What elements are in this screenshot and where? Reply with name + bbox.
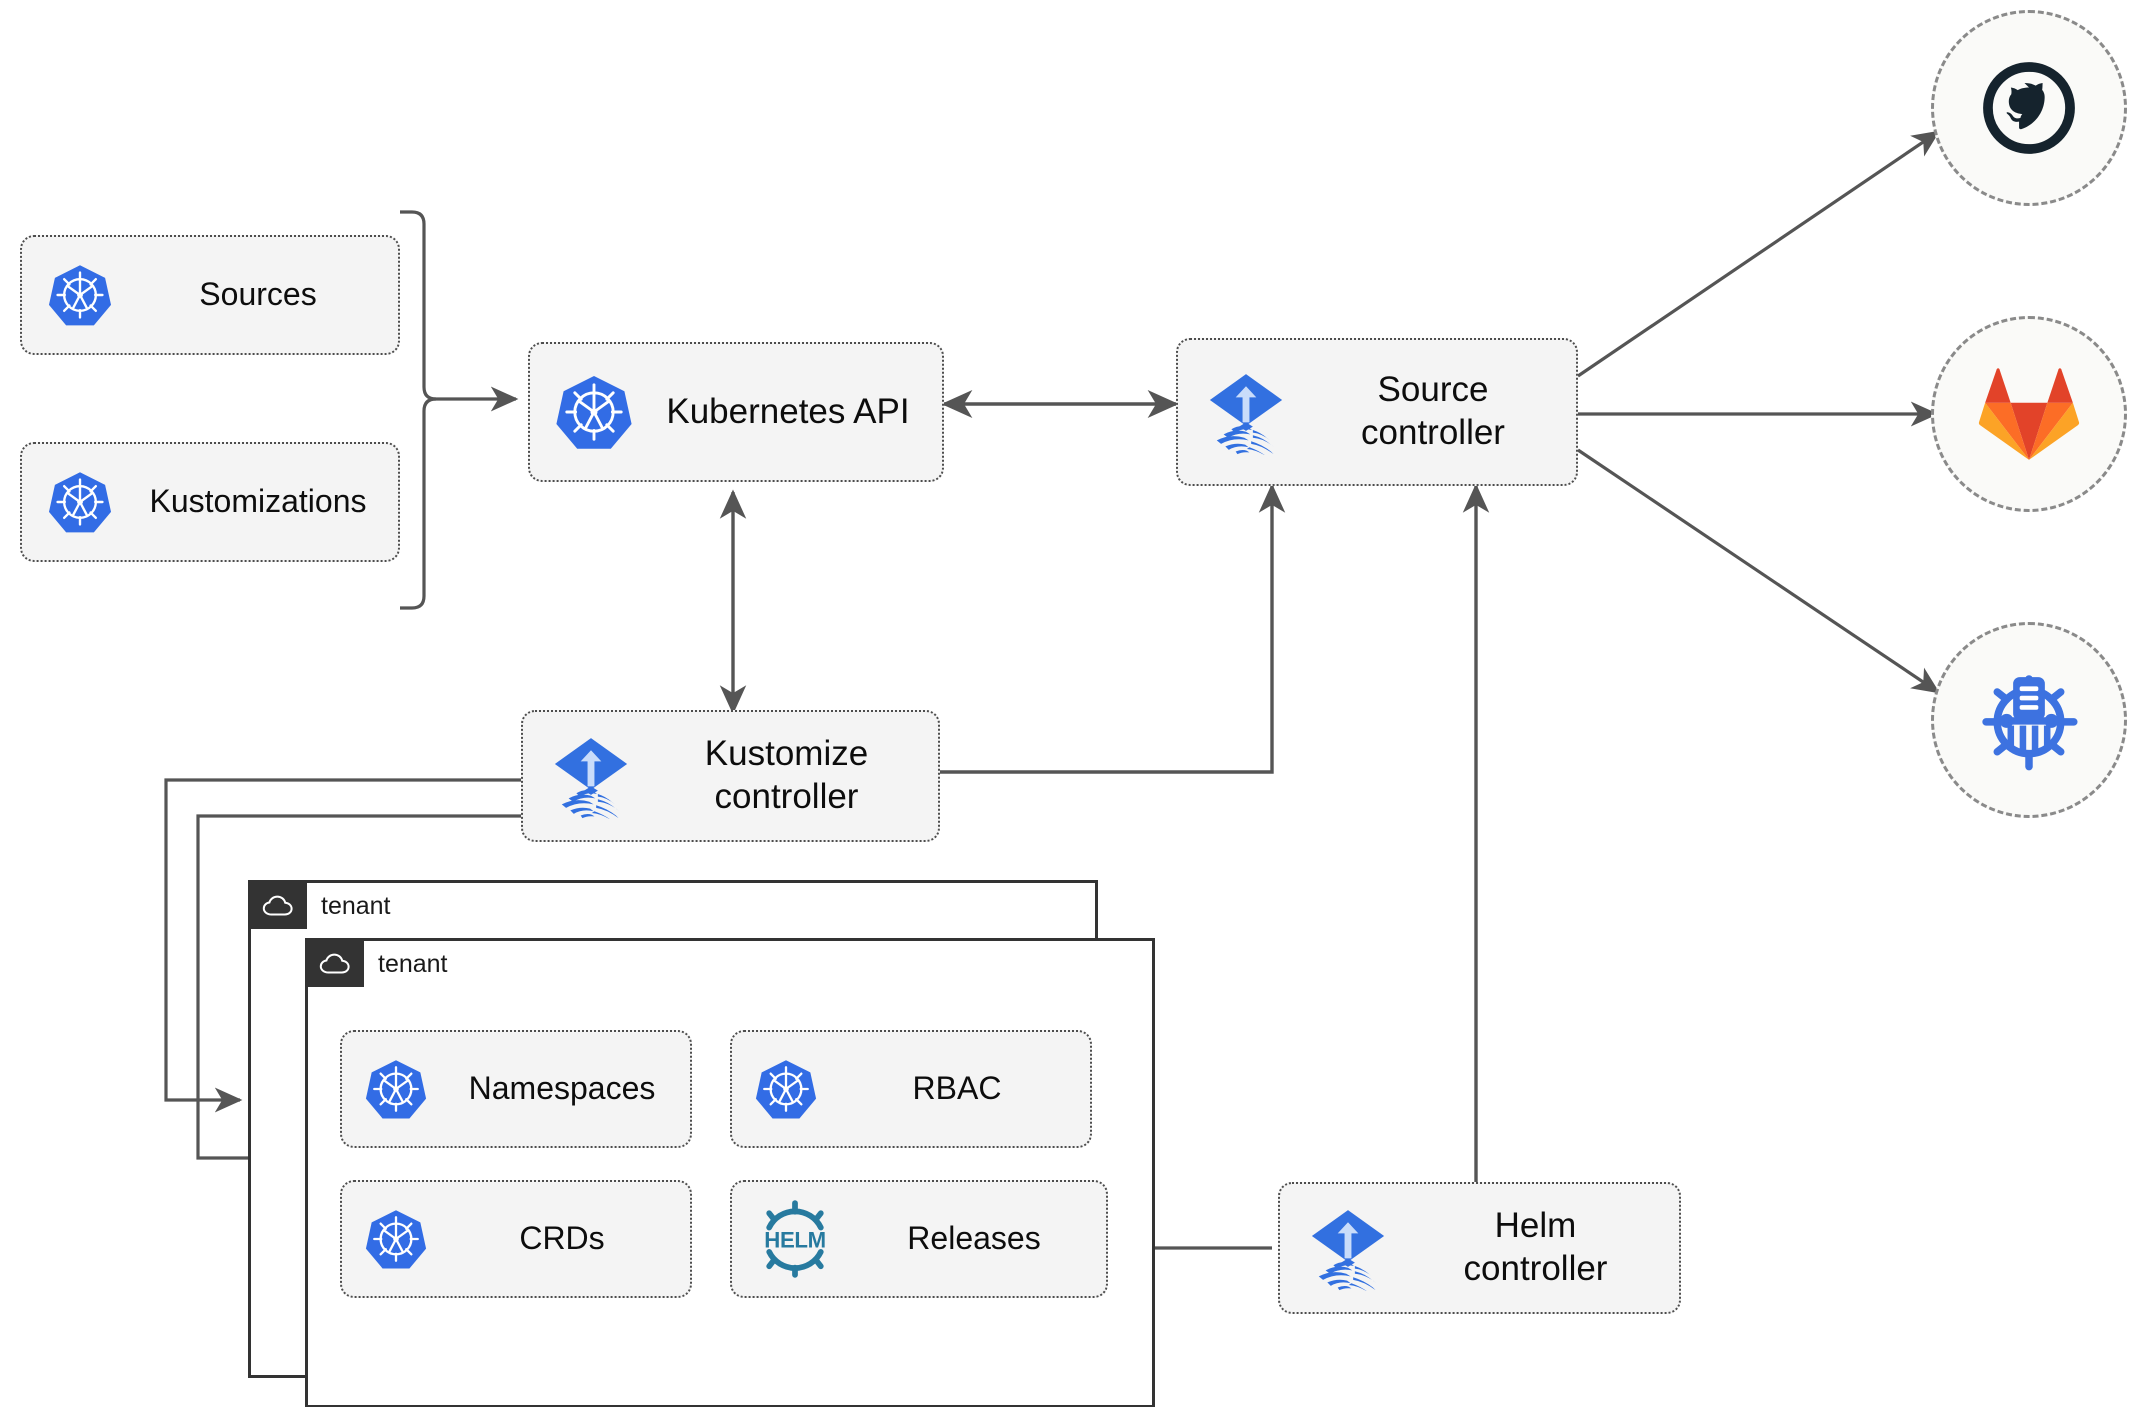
node-kubernetes-api[interactable]: Kubernetes API bbox=[528, 342, 944, 482]
tenant-container-inner: tenant bbox=[305, 938, 1155, 1407]
node-helm-controller[interactable]: Helm controller bbox=[1278, 1182, 1681, 1314]
kubernetes-icon bbox=[740, 1057, 832, 1121]
svg-text:HELM: HELM bbox=[764, 1228, 825, 1253]
helm-repository-icon bbox=[1982, 675, 2078, 771]
edge-bracket-sources bbox=[400, 210, 437, 610]
edge-source-bucket bbox=[1577, 448, 1940, 694]
node-sources[interactable]: Sources bbox=[20, 235, 400, 355]
node-namespaces-label: Namespaces bbox=[468, 1070, 656, 1107]
flux-icon bbox=[1190, 369, 1302, 455]
provider-github[interactable] bbox=[1931, 10, 2127, 206]
node-namespaces[interactable]: Namespaces bbox=[340, 1030, 692, 1148]
node-kustomizations[interactable]: Kustomizations bbox=[20, 442, 400, 562]
flux-icon bbox=[1292, 1205, 1404, 1291]
kubernetes-icon bbox=[350, 1207, 442, 1271]
tenant-label-inner: tenant bbox=[378, 949, 448, 978]
cloud-icon bbox=[251, 883, 307, 929]
flux-icon bbox=[535, 733, 647, 819]
node-kustomize-controller-label: Kustomize controller bbox=[704, 734, 869, 816]
node-kubernetes-api-label: Kubernetes API bbox=[666, 391, 910, 431]
kubernetes-icon bbox=[542, 372, 646, 452]
provider-gitlab[interactable] bbox=[1931, 316, 2127, 512]
node-kustomizations-label: Kustomizations bbox=[149, 483, 367, 520]
github-icon bbox=[1983, 62, 2075, 154]
node-source-controller-label: Source controller bbox=[1361, 370, 1505, 452]
node-releases-label: Releases bbox=[907, 1220, 1041, 1257]
node-rbac[interactable]: RBAC bbox=[730, 1030, 1092, 1148]
node-helm-controller-label: Helm controller bbox=[1463, 1206, 1608, 1288]
tenant-label-outer: tenant bbox=[321, 891, 391, 920]
node-sources-label: Sources bbox=[199, 276, 317, 313]
node-crds-label: CRDs bbox=[519, 1220, 605, 1257]
helm-icon: HELM bbox=[740, 1200, 850, 1278]
node-releases[interactable]: HELM Releases bbox=[730, 1180, 1108, 1298]
node-rbac-label: RBAC bbox=[912, 1070, 1002, 1107]
cloud-icon bbox=[308, 941, 364, 987]
provider-bucket[interactable] bbox=[1931, 622, 2127, 818]
node-source-controller[interactable]: Source controller bbox=[1176, 338, 1578, 486]
edge-kustomize-sourcecontroller bbox=[940, 483, 1286, 774]
kubernetes-icon bbox=[350, 1057, 442, 1121]
edge-source-github bbox=[1577, 130, 1940, 378]
node-kustomize-controller[interactable]: Kustomize controller bbox=[521, 710, 940, 842]
kubernetes-icon bbox=[32, 262, 128, 328]
node-crds[interactable]: CRDs bbox=[340, 1180, 692, 1298]
gitlab-icon bbox=[1978, 368, 2080, 460]
kubernetes-icon bbox=[32, 469, 128, 535]
